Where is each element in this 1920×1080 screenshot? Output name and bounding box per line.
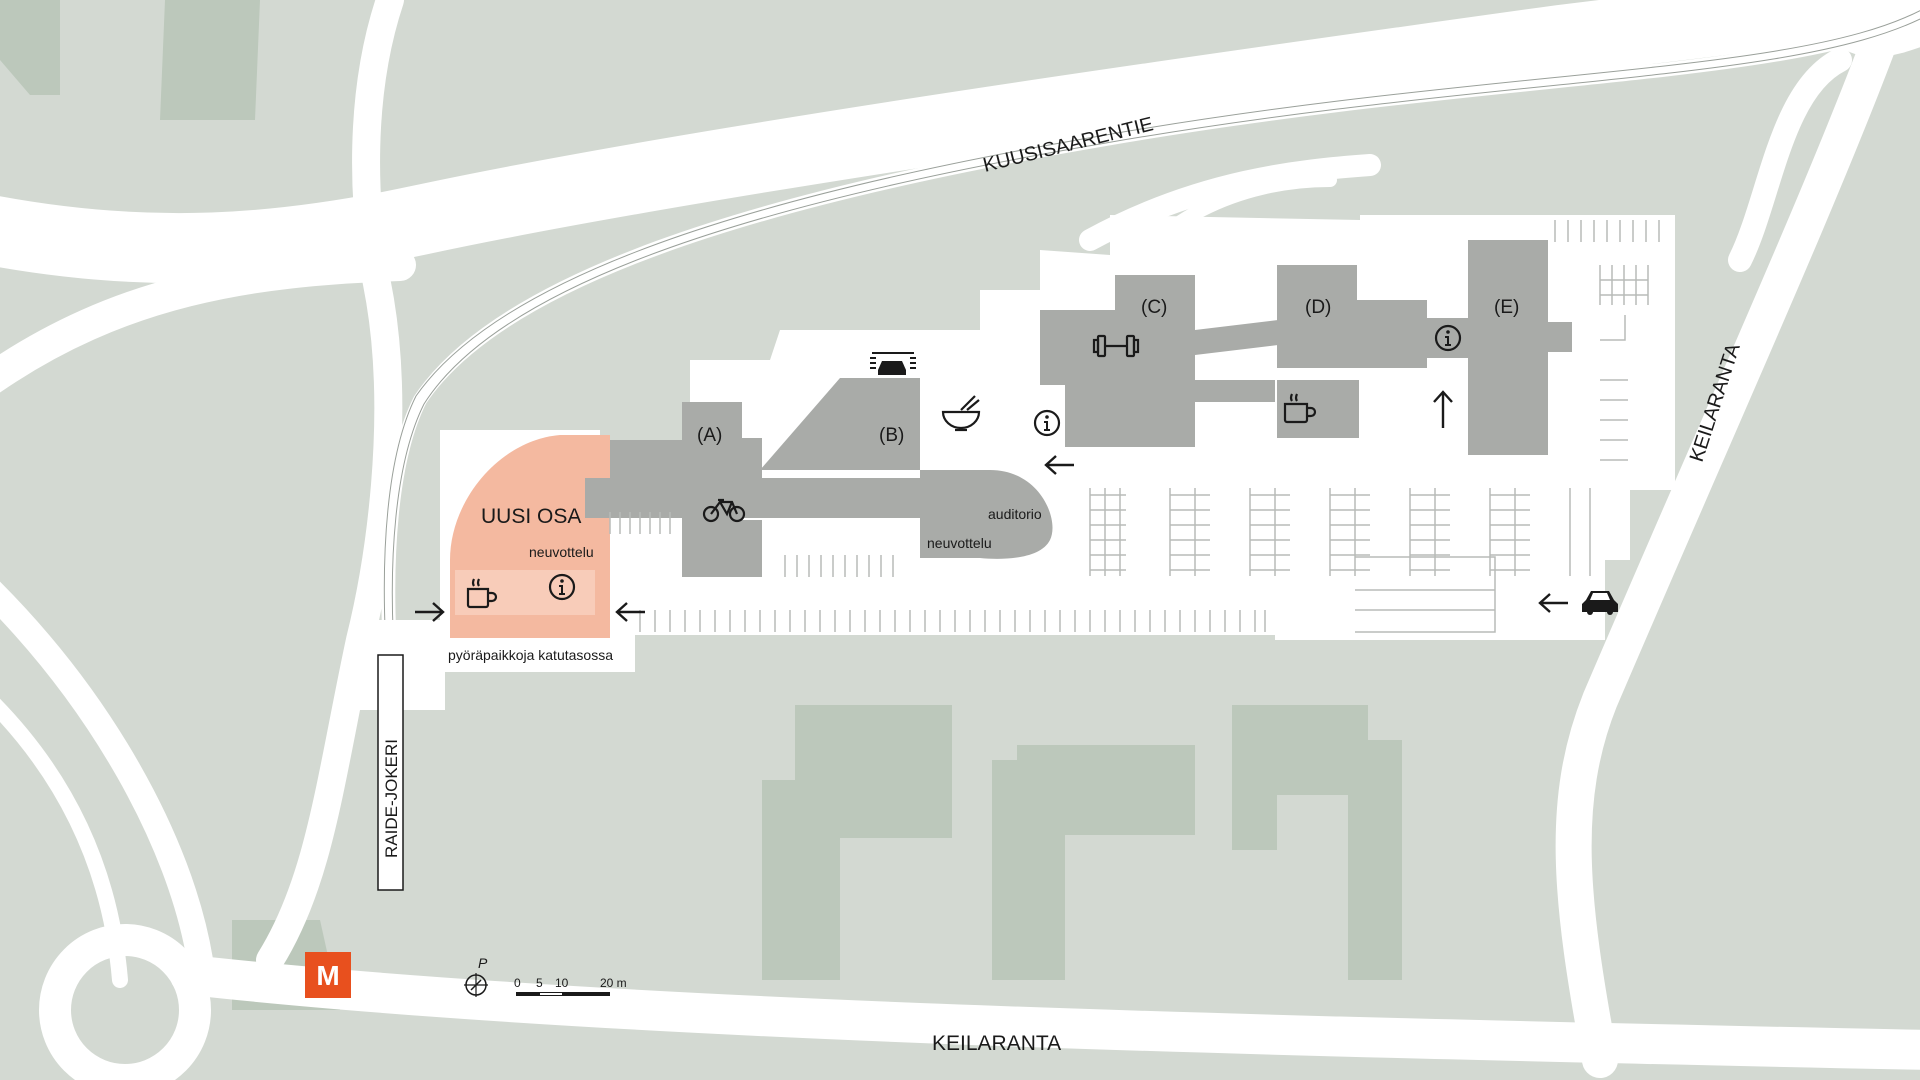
coffee-icon (466, 578, 498, 609)
building-a-label: (A) (697, 425, 722, 446)
gym-icon (1092, 334, 1140, 358)
car-icon (1582, 591, 1618, 615)
info-icon (548, 573, 576, 601)
new-part-label: UUSI OSA (481, 505, 581, 528)
residential-blocks (762, 705, 1402, 980)
arrow-up-icon (1433, 390, 1453, 428)
coffee-icon (1283, 393, 1317, 424)
bowl-icon (941, 395, 981, 432)
building-d-label: (D) (1305, 297, 1331, 318)
arrow-right-icon (415, 602, 445, 622)
north-label: P (478, 955, 488, 971)
building-c-label: (C) (1141, 297, 1167, 318)
bicycle-icon (702, 498, 746, 523)
info-icon (1033, 409, 1061, 437)
metro-icon: M (305, 952, 351, 998)
parking-lines (609, 220, 1660, 633)
arrow-left-icon (1044, 455, 1074, 475)
b-neuvottelu-label: neuvottelu (927, 535, 992, 551)
new-part-neuvottelu-label: neuvottelu (529, 544, 594, 560)
raide-jokeri-label: RAIDE-JOKERI (382, 739, 401, 858)
compass-icon (464, 973, 488, 997)
info-icon (1434, 324, 1462, 352)
keilaranta-south-label: KEILARANTA (932, 1032, 1061, 1055)
new-part-inner (455, 570, 595, 615)
scale-5: 5 (536, 976, 543, 990)
arrow-left-icon (615, 602, 645, 622)
scale-bar (516, 992, 610, 996)
car-wash-icon (868, 350, 918, 378)
tram-tracks (383, 9, 1920, 651)
building-e-label: (E) (1494, 297, 1519, 318)
scale-20: 20 m (600, 976, 627, 990)
tram-stop (377, 654, 404, 891)
buildings (585, 240, 1572, 577)
bike-parking-label: pyöräpaikkoja katutasossa (448, 647, 613, 663)
building-b-label: (B) (879, 425, 904, 446)
scale-10: 10 (555, 976, 569, 990)
arrow-left-icon (1538, 593, 1568, 613)
auditorio-label: auditorio (988, 506, 1042, 522)
scale-0: 0 (514, 976, 521, 990)
metro-letter: M (316, 960, 339, 991)
